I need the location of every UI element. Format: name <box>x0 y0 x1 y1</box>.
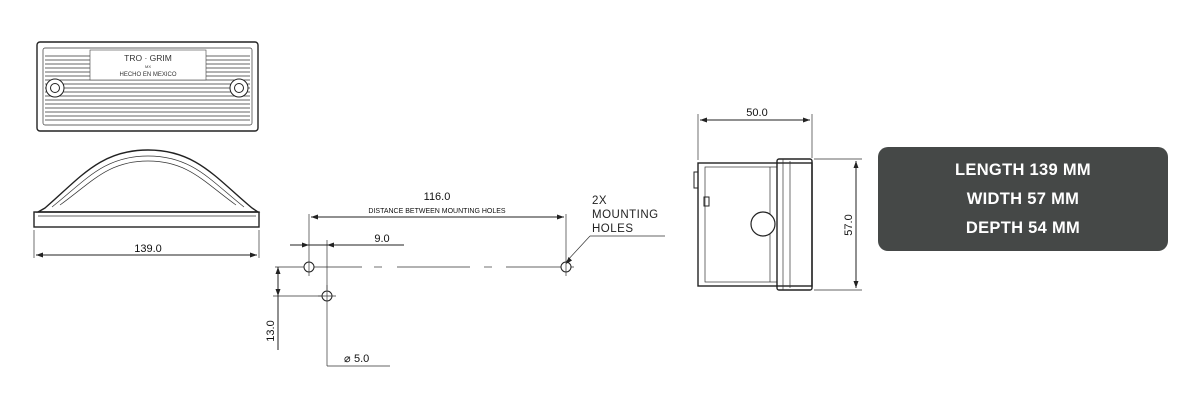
spec-length: LENGTH 139 MM <box>955 160 1091 179</box>
dim-side-width: 50.0 <box>697 107 813 160</box>
mounting-hole-left <box>45 78 65 98</box>
dim-overall-length: 139.0 <box>33 230 260 258</box>
hole-distance-value: 116.0 <box>424 191 451 203</box>
side-view-lamp <box>693 158 813 291</box>
mounting-hole-right <box>229 78 249 98</box>
side-view-lens <box>776 158 813 291</box>
spec-depth: DEPTH 54 MM <box>965 218 1081 237</box>
top-view-lamp: TRO · GRIM MX HECHO EN MEXICO <box>36 41 259 132</box>
hole-layout: 116.0 DISTANCE BETWEEN MOUNTING HOLES 9.… <box>265 191 665 367</box>
side-width-value: 50.0 <box>746 107 767 119</box>
front-view-lamp <box>33 149 261 228</box>
brand-text: TRO · GRIM <box>124 53 172 63</box>
callout-line-2: MOUNTING <box>592 209 659 221</box>
hole-diameter-symbol: ⌀ <box>344 353 351 365</box>
dim-side-height: 57.0 <box>814 158 862 291</box>
hole-diameter-value: 5.0 <box>354 353 369 365</box>
brand-plate <box>89 49 207 81</box>
front-view-base <box>33 211 260 228</box>
callout-line-1: 2X <box>592 195 607 207</box>
hole-offset-y-value: 13.0 <box>265 320 277 341</box>
grommet-icon <box>750 211 776 237</box>
mark-text: MX <box>145 64 151 69</box>
hole-distance-caption: DISTANCE BETWEEN MOUNTING HOLES <box>368 208 505 215</box>
side-height-value: 57.0 <box>843 214 855 235</box>
overall-length-value: 139.0 <box>134 243 162 255</box>
spec-width: WIDTH 57 MM <box>966 189 1080 208</box>
top-view-inner-outline <box>42 47 253 126</box>
top-view-outline <box>36 41 259 132</box>
spec-summary-box: LENGTH 139 MM WIDTH 57 MM DEPTH 54 MM <box>878 147 1168 251</box>
hole-offset-x-value: 9.0 <box>374 233 389 245</box>
callout-line-3: HOLES <box>592 223 634 235</box>
origin-text: HECHO EN MEXICO <box>119 72 176 78</box>
